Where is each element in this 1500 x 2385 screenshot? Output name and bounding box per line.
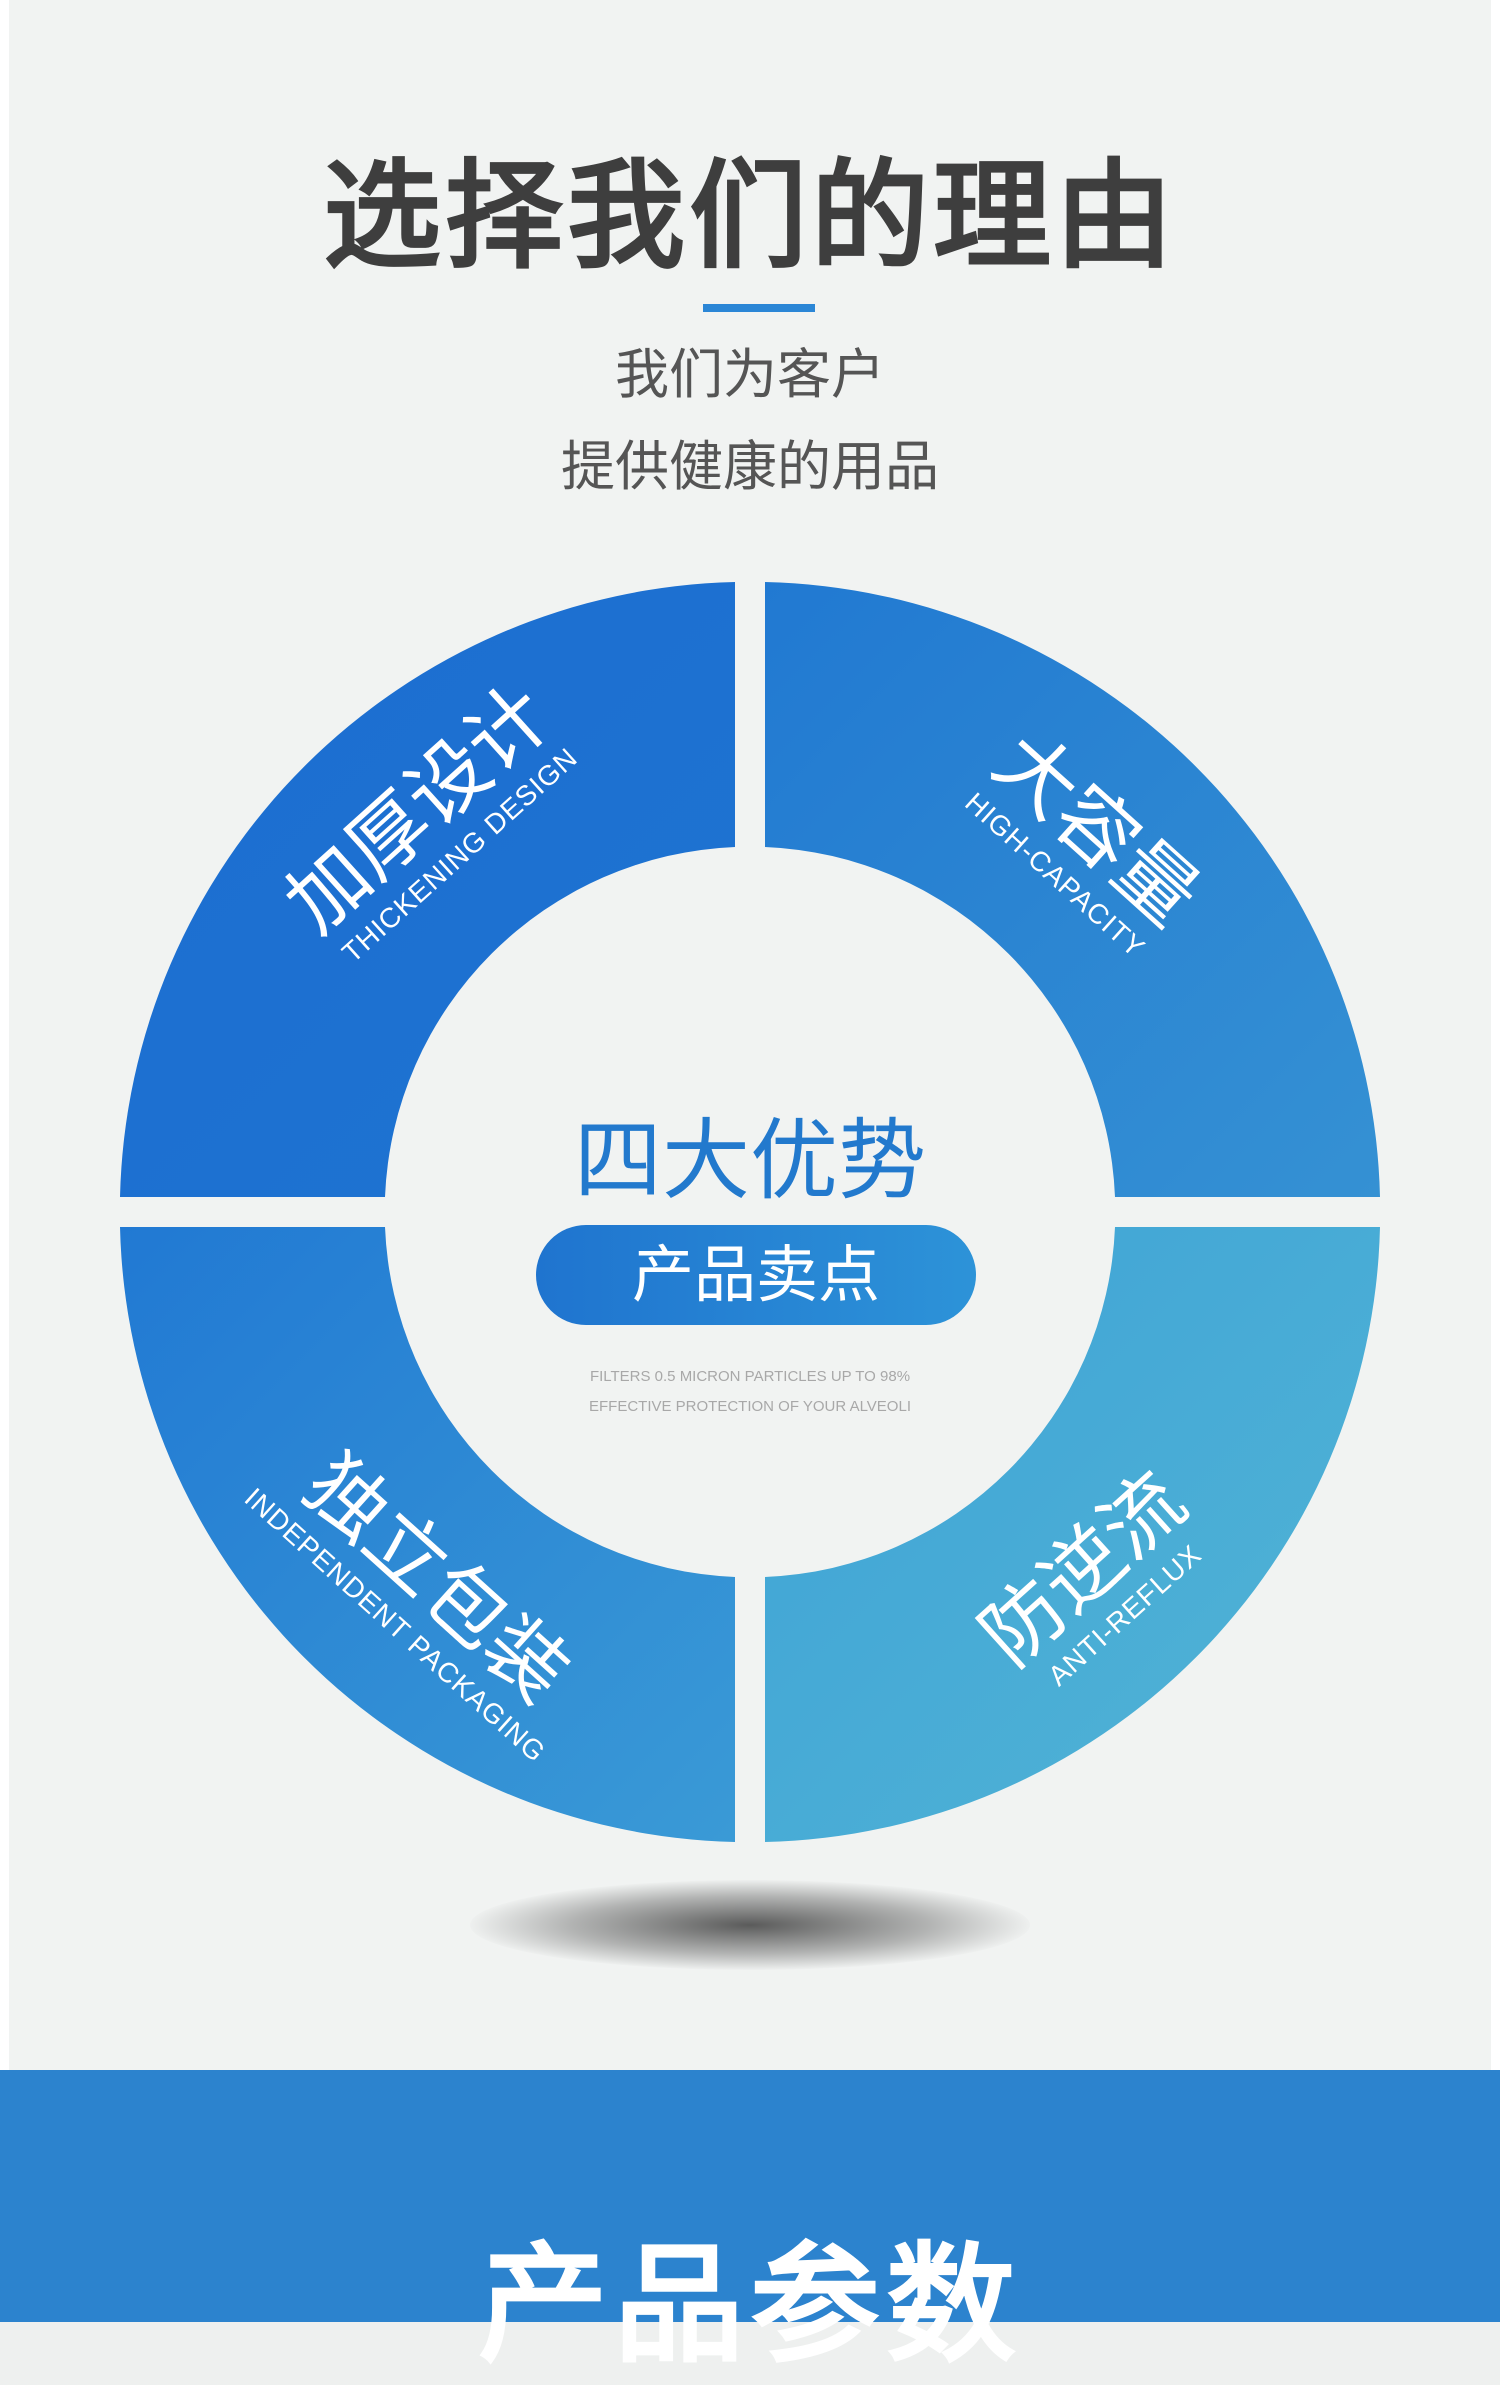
title-underline	[703, 304, 815, 312]
quadrant-bottom-right	[765, 1227, 1380, 1842]
quadrant-bottom-left	[120, 1227, 735, 1842]
page-title: 选择我们的理由	[322, 147, 1177, 285]
fine-print-line-2: EFFECTIVE PROTECTION OF YOUR ALVEOLI	[588, 1398, 911, 1415]
quadrant-top-right	[765, 582, 1380, 1197]
advantages-wheel	[120, 582, 1380, 1842]
center-title: 四大优势	[573, 1109, 926, 1212]
selling-points-badge: 产品卖点	[536, 1225, 976, 1325]
section-band	[0, 2070, 1500, 2322]
quadrant-top-left	[120, 582, 735, 1197]
section-band-title: 产品参数	[477, 2229, 1022, 2381]
fine-print-line-1: FILTERS 0.5 MICRON PARTICLES UP TO 98%	[589, 1368, 911, 1385]
subtitle-line-2: 提供健康的用品	[561, 435, 939, 498]
right-margin	[1491, 0, 1500, 2322]
left-margin	[0, 0, 9, 2322]
wheel-shadow	[470, 1880, 1030, 1970]
subtitle-line-1: 我们为客户	[615, 343, 885, 406]
